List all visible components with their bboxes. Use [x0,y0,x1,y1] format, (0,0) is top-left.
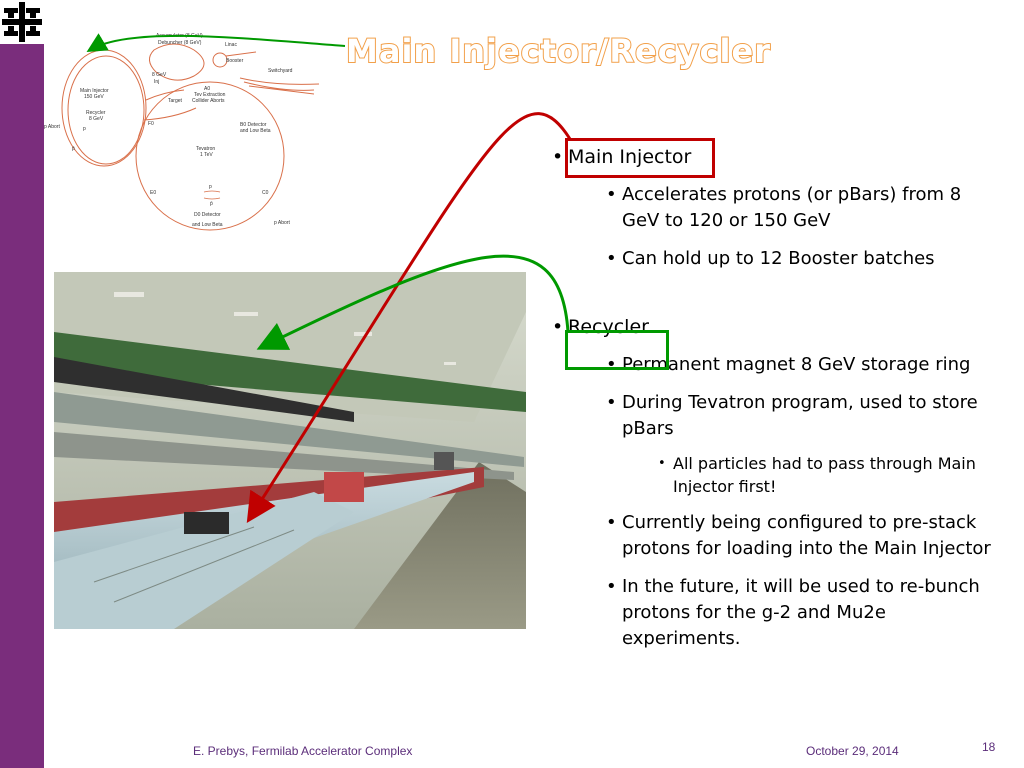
page-number: 18 [982,740,996,754]
and-low-beta-label-d0: and Low Beta [192,222,223,228]
bullet-recycler-subitem: All particles had to pass through Main I… [548,452,998,498]
recycler-energy-label: 8 GeV [89,116,104,122]
pbar-label-left: p̄ [72,146,75,152]
bullet-mi-item: Accelerates protons (or pBars) from 8 Ge… [548,182,998,234]
a0-label: A0 [204,86,210,92]
fermilab-logo [0,0,44,44]
booster-label: Booster [226,58,244,64]
booster-ring [212,52,228,68]
main-injector-label: Main Injector [80,88,109,94]
bullet-recycler-item: During Tevatron program, used to store p… [548,390,998,442]
target-label: Target [168,98,183,104]
accumulator-label: Accumulator (8 GeV) [156,33,203,39]
p-abort-label: p Abort [274,220,290,226]
bullet-recycler-item: Permanent magnet 8 GeV storage ring [548,352,998,378]
linac-label: Linac [225,42,237,48]
c0-label: C0 [262,190,269,196]
f0-label: F0 [148,121,154,127]
p-label-left: p [83,126,86,132]
recycler-label: Recycler [86,110,106,116]
pbar-label-center: p̄ [210,201,213,207]
footer-date: October 29, 2014 [806,744,899,758]
bullet-content: Main Injector Accelerates protons (or pB… [548,144,998,652]
d0-detector-label: D0 Detector [194,212,221,218]
tev-extraction-label: Tev Extraction [194,92,226,98]
accelerator-diagram: Accumulator (8 GeV) Debuncher (8 GeV) Li… [44,28,374,238]
p-label-center: p [209,184,212,190]
bullet-mi-item: Can hold up to 12 Booster batches [548,246,998,272]
and-low-beta-label-b0: and Low Beta [240,128,271,134]
footer-author: E. Prebys, Fermilab Accelerator Complex [193,744,413,758]
bullet-recycler-item: Currently being configured to pre-stack … [548,510,998,562]
e0-label: E0 [150,190,156,196]
tevatron-label: Tevatron [196,146,215,152]
main-injector-highlight-box [565,138,715,178]
tunnel-photo [54,272,526,629]
recycler-highlight-box [565,330,669,370]
switchyard-lines [239,77,320,95]
switchyard-label: Switchyard [268,68,293,74]
recycler-ring [67,55,145,165]
inj-8gev-label: 8 GeV [152,72,167,78]
collider-aborts-label: Collider Aborts [192,98,225,104]
debuncher-label: Debuncher (8 GeV) [158,40,202,46]
pbar-abort-label: p Abort [44,124,60,130]
tev-energy-label: 1 TeV [200,152,213,158]
inj-label: Inj [154,79,159,85]
sidebar-band [0,0,44,768]
bullet-recycler-item: In the future, it will be used to re-bun… [548,574,998,652]
slide-title: Main Injector/Recycler [345,31,771,71]
linac-line [225,51,257,57]
mi-energy-label: 150 GeV [84,94,104,100]
